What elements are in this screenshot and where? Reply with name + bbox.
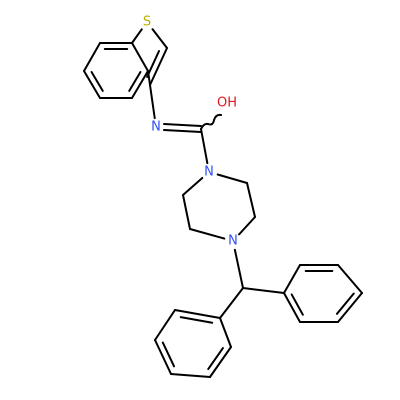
bonds bbox=[83, 28, 363, 378]
hydroxyl-group: OH bbox=[217, 96, 237, 111]
left-phenyl-bond bbox=[209, 346, 232, 378]
right-phenyl-double-bond bbox=[290, 293, 304, 316]
piperazine-bond bbox=[189, 228, 226, 240]
benzo-ring-double-bond bbox=[90, 70, 104, 92]
piperazine-bond bbox=[182, 176, 204, 196]
left-phenyl-bond bbox=[174, 309, 221, 319]
left-phenyl-bond bbox=[154, 339, 172, 375]
c3-n-bond bbox=[149, 84, 156, 120]
thiophene-bond bbox=[147, 70, 151, 86]
imine-nitrogen: N bbox=[151, 120, 161, 135]
ch-phenyl-bond bbox=[242, 287, 285, 294]
imine-double-bond bbox=[163, 123, 202, 127]
left-phenyl-double-bond bbox=[161, 341, 176, 368]
atom-labels: S N OH N N bbox=[143, 15, 238, 249]
right-phenyl-bond bbox=[337, 264, 363, 294]
right-phenyl-bond bbox=[337, 292, 363, 323]
left-phenyl-bond bbox=[219, 317, 232, 348]
c-n-bond bbox=[200, 128, 209, 165]
imine-double-bond bbox=[163, 129, 202, 133]
benzo-ring-bond bbox=[83, 42, 101, 72]
ch-phenyl-bond bbox=[219, 287, 244, 319]
n-ch-bond bbox=[233, 248, 244, 289]
right-phenyl-bond bbox=[283, 264, 301, 294]
left-phenyl-bond bbox=[154, 309, 176, 341]
left-phenyl-bond bbox=[170, 373, 211, 378]
piperazine-bond bbox=[246, 182, 256, 218]
thiophene-bond bbox=[149, 47, 168, 86]
piperazine-nitrogen-bottom: N bbox=[228, 234, 238, 249]
right-phenyl-bond bbox=[283, 292, 301, 323]
piperazine-bond bbox=[216, 173, 248, 184]
thiophene-bond bbox=[151, 28, 168, 49]
benzo-ring-bond bbox=[131, 42, 149, 72]
sulfur-atom: S bbox=[143, 15, 151, 30]
left-phenyl-double-bond bbox=[207, 347, 224, 371]
benzo-ring-double-bond bbox=[128, 70, 142, 92]
benzo-ring-bond bbox=[83, 70, 101, 99]
left-phenyl-double-bond bbox=[179, 316, 214, 324]
benzo-ring-bond bbox=[131, 70, 149, 99]
thiophene-bond bbox=[131, 28, 143, 44]
piperazine-nitrogen-top: N bbox=[204, 165, 214, 180]
piperazine-bond bbox=[238, 216, 256, 236]
right-phenyl-double-bond bbox=[335, 292, 355, 315]
piperazine-bond bbox=[182, 194, 191, 230]
c-o-wavy-bond bbox=[200, 113, 222, 130]
